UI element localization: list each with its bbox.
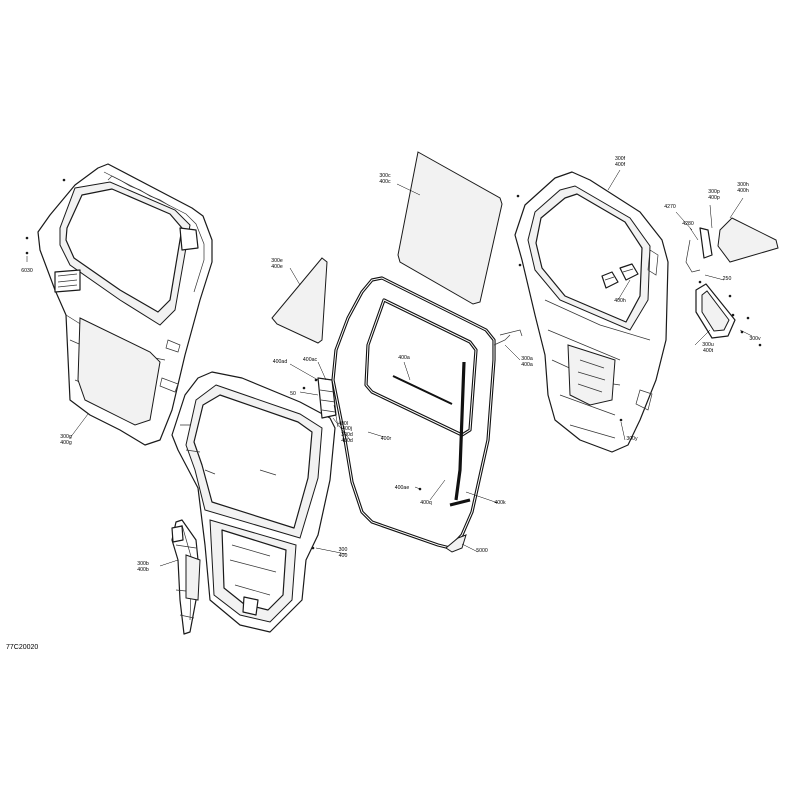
callout-5000: 5000 — [476, 548, 488, 554]
corner-glass — [271, 257, 328, 344]
callout-line: 400ad — [273, 359, 288, 365]
callout-400ad: 400ad — [273, 359, 288, 365]
callout-line: 400a — [398, 355, 410, 361]
callout-line: 400l — [338, 421, 348, 427]
callout-line: 300d — [341, 432, 353, 438]
trim-cover — [717, 217, 779, 263]
callout-line: 400r — [381, 436, 392, 442]
callout-400h: 400h — [614, 298, 626, 304]
callout-line: 400q — [420, 500, 432, 506]
door-handle-parts — [601, 263, 639, 289]
callout-line: 400j — [342, 426, 352, 432]
callout-line: 400a — [521, 362, 533, 368]
window-regulator — [171, 519, 201, 635]
callout-4270: 4270 — [664, 204, 676, 210]
callout-line: 5000 — [476, 548, 488, 554]
callout-line: 400e — [271, 264, 283, 270]
outer-door-panel — [37, 163, 213, 446]
callout-line: 400k — [494, 500, 506, 506]
fasteners — [25, 178, 762, 550]
callout-400ae: 400ae — [395, 485, 410, 491]
callout-line: 300 — [339, 547, 348, 553]
callout-400ac: 400ac — [303, 357, 318, 363]
callout-line: 300v — [749, 336, 761, 342]
callout-line: 300h — [737, 182, 749, 188]
figure-code: 77C20020 — [6, 644, 38, 651]
callout-line: 400ac — [303, 357, 318, 363]
callout-line: 300g — [60, 434, 72, 440]
callout-line: 400d — [341, 438, 353, 444]
callout-300v: 300v — [749, 336, 761, 342]
callout-line: 300b — [137, 561, 149, 567]
callout-line: 400t — [703, 348, 714, 354]
callout-400r: 400r — [381, 436, 392, 442]
callout-line: 300f — [615, 156, 626, 162]
leader-lines — [26, 169, 753, 567]
callout-line: 4270 — [664, 204, 676, 210]
door-seal — [331, 276, 523, 550]
callout-line: 300a — [521, 356, 533, 362]
door-glass — [397, 151, 503, 305]
callout-line: 300y — [626, 436, 638, 442]
callout-250: 250 — [723, 276, 732, 282]
callout-line: 300p — [708, 189, 720, 195]
callout-line: 400c — [379, 179, 391, 185]
mirror-bezel — [695, 283, 736, 339]
callout-line: 400p — [708, 195, 720, 201]
callout-line: 400f — [615, 162, 626, 168]
seal-strip — [445, 534, 467, 553]
callout-line: 400g — [60, 440, 72, 446]
callout-line: 300e — [271, 258, 283, 264]
callout-6030: 6030 — [21, 268, 33, 274]
callout-line: 50 — [290, 391, 296, 397]
callout-400q: 400q — [420, 500, 432, 506]
inner-door-panel — [514, 171, 669, 453]
inner-handle — [685, 227, 713, 273]
callout-line: 400h — [614, 298, 626, 304]
callout-400a: 400a — [398, 355, 410, 361]
callout-line: 300c — [379, 173, 391, 179]
callout-line: 400h — [737, 188, 749, 194]
callout-300y: 300y — [626, 436, 638, 442]
callout-line: 300u — [702, 342, 714, 348]
callout-4280: 4280 — [682, 221, 694, 227]
callout-400k: 400k — [494, 500, 506, 506]
callout-50: 50 — [290, 391, 296, 397]
inner-door-frame — [171, 371, 336, 633]
callout-line: 6030 — [21, 268, 33, 274]
callout-line: 400ae — [395, 485, 410, 491]
callout-line: 4280 — [682, 221, 694, 227]
callout-line: 250 — [723, 276, 732, 282]
callout-line: 400b — [137, 567, 149, 573]
callout-line: 400 — [339, 553, 348, 559]
callout-400l: 400l — [338, 421, 348, 427]
